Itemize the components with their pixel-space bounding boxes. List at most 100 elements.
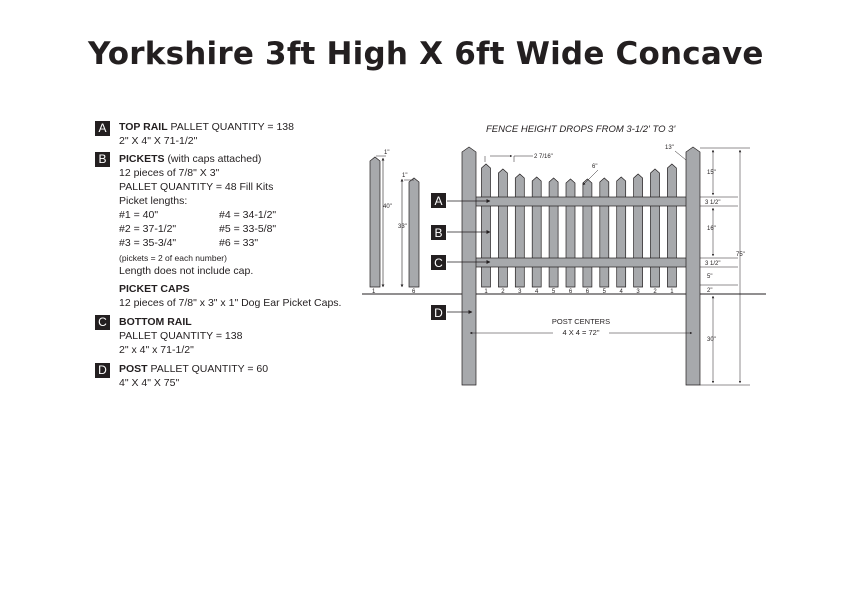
side-dim-1a: 1" bbox=[384, 150, 389, 156]
diagram-heading: FENCE HEIGHT DROPS FROM 3-1/2' TO 3' bbox=[486, 124, 676, 135]
top-rail-qty: PALLET QUANTITY = 138 bbox=[170, 121, 294, 133]
spacing-dimension: 2 7/16" bbox=[484, 154, 553, 162]
picket-number-7: 6 bbox=[586, 289, 590, 295]
side-picket-6 bbox=[408, 177, 420, 288]
page-title: Yorkshire 3ft High X 6ft Wide Concave bbox=[88, 36, 764, 72]
post-qty: PALLET QUANTITY = 60 bbox=[150, 363, 269, 375]
picket-number-12: 1 bbox=[670, 289, 674, 295]
picket-8 bbox=[599, 177, 610, 288]
legend-a-title: TOP RAIL PALLET QUANTITY = 138 bbox=[119, 120, 294, 134]
picket-number-10: 3 bbox=[636, 289, 640, 295]
post-centers-label: POST CENTERS bbox=[552, 317, 610, 326]
legend-b-title: PICKETS (with caps attached) bbox=[119, 152, 261, 166]
dim-2: 2" bbox=[707, 288, 712, 294]
post-cap-value: 13" bbox=[665, 145, 674, 151]
side-dim-40: 40" bbox=[383, 204, 392, 210]
side-pickets: 1" 1" 40" 33" 1 6 bbox=[369, 150, 420, 295]
callout-a: A bbox=[434, 194, 442, 208]
pickets-cap-note: Length does not include cap. bbox=[119, 265, 254, 277]
post-centers-value: 4 X 4 = 72" bbox=[562, 328, 599, 337]
picket-10 bbox=[633, 173, 643, 288]
legend-d-title: POST PALLET QUANTITY = 60 bbox=[119, 362, 268, 376]
callouts: A B C D bbox=[431, 193, 491, 320]
picket-5 bbox=[548, 177, 559, 288]
picket-number-4: 4 bbox=[535, 289, 539, 295]
callout-b-box bbox=[431, 225, 446, 240]
picket-9 bbox=[616, 176, 627, 288]
right-post bbox=[685, 146, 701, 386]
dim-3-5-top: 3 1/2" bbox=[705, 200, 720, 206]
side-dim-1b: 1" bbox=[402, 173, 407, 179]
picket-number-8: 5 bbox=[603, 289, 607, 295]
picket-number-9: 4 bbox=[620, 289, 624, 295]
side-picket-num-6: 6 bbox=[412, 289, 416, 295]
callout-b: B bbox=[434, 226, 442, 240]
picket-number-3: 3 bbox=[518, 289, 522, 295]
top-rail-name: TOP RAIL bbox=[119, 121, 168, 133]
picket-2 bbox=[498, 168, 508, 288]
bottom-rail-qty: PALLET QUANTITY = 138 bbox=[119, 330, 243, 342]
top-rail-size: 2" X 4" X 71-1/2" bbox=[119, 135, 198, 147]
picket-6 bbox=[565, 178, 576, 288]
picket-number-1: 1 bbox=[484, 289, 488, 295]
side-picket-num-1: 1 bbox=[372, 289, 376, 295]
dim-75: 75" bbox=[736, 252, 745, 258]
post-centers-dimension: POST CENTERS 4 X 4 = 72" bbox=[469, 317, 693, 337]
bottom-rail bbox=[473, 257, 689, 268]
badge-c: C bbox=[95, 315, 110, 330]
pickets-lengths-label: Picket lengths: bbox=[119, 195, 188, 207]
picket-length-2: #2 = 37-1/2" bbox=[119, 223, 177, 235]
picket-1 bbox=[481, 163, 491, 288]
badge-a: A bbox=[95, 121, 110, 136]
cap-height-value: 6" bbox=[592, 164, 597, 170]
spacing-value: 2 7/16" bbox=[534, 154, 553, 160]
picket-length-1: #1 = 40" bbox=[119, 209, 159, 221]
picket-length-6: #6 = 33" bbox=[219, 237, 259, 249]
bottom-rail-size: 2" x 4" x 71-1/2" bbox=[119, 344, 194, 356]
height-dimensions: 15" 3 1/2" 16" 3 1/2" 5" 2" 30" 75" bbox=[700, 147, 750, 386]
callout-d: D bbox=[434, 306, 443, 320]
picket-number-2: 2 bbox=[501, 289, 505, 295]
dim-30: 30" bbox=[707, 337, 716, 343]
callout-c-box bbox=[431, 255, 446, 270]
post-name: POST bbox=[119, 363, 148, 375]
pickets-name: PICKETS bbox=[119, 153, 165, 165]
picket-3 bbox=[514, 173, 525, 288]
top-rail bbox=[473, 196, 689, 207]
dim-5: 5" bbox=[707, 274, 712, 280]
callout-a-box bbox=[431, 193, 446, 208]
badge-d: D bbox=[95, 363, 110, 378]
picket-caps-name: PICKET CAPS bbox=[119, 283, 190, 295]
left-post bbox=[461, 146, 477, 386]
fence-pickets: 1 2 3 4 5 6 6 5 4 3 2 1 bbox=[481, 163, 677, 295]
post-cap-leader bbox=[674, 150, 687, 161]
picket-caps-desc: 12 pieces of 7/8" x 3" x 1" Dog Ear Pick… bbox=[119, 297, 342, 309]
dim-15: 15" bbox=[707, 170, 716, 176]
post-size: 4" X 4" X 75" bbox=[119, 377, 180, 389]
picket-4 bbox=[531, 176, 542, 288]
pickets-qty: PALLET QUANTITY = 48 Fill Kits bbox=[119, 181, 274, 193]
post-centers-gap bbox=[553, 328, 609, 337]
dim-3-5-bottom: 3 1/2" bbox=[705, 261, 720, 267]
side-dim-33: 33" bbox=[398, 224, 407, 230]
bottom-rail-name: BOTTOM RAIL bbox=[119, 316, 192, 328]
picket-length-3: #3 = 35-3/4" bbox=[119, 237, 177, 249]
picket-number-11: 2 bbox=[653, 289, 657, 295]
pickets-note: (with caps attached) bbox=[167, 153, 262, 165]
cap-leader bbox=[582, 169, 599, 186]
pickets-pair-note: (pickets = 2 of each number) bbox=[119, 253, 227, 263]
side-picket-1 bbox=[369, 156, 381, 288]
badge-b: B bbox=[95, 152, 110, 167]
picket-7 bbox=[582, 178, 593, 288]
callout-d-box bbox=[431, 305, 446, 320]
picket-number-6: 6 bbox=[569, 289, 573, 295]
picket-number-5: 5 bbox=[552, 289, 556, 295]
callout-c: C bbox=[434, 256, 443, 270]
picket-length-5: #5 = 33-5/8" bbox=[219, 223, 277, 235]
picket-11 bbox=[650, 168, 660, 288]
picket-12 bbox=[667, 163, 677, 288]
dim-16: 16" bbox=[707, 226, 716, 232]
picket-length-4: #4 = 34-1/2" bbox=[219, 209, 277, 221]
pickets-pieces: 12 pieces of 7/8" X 3" bbox=[119, 167, 220, 179]
